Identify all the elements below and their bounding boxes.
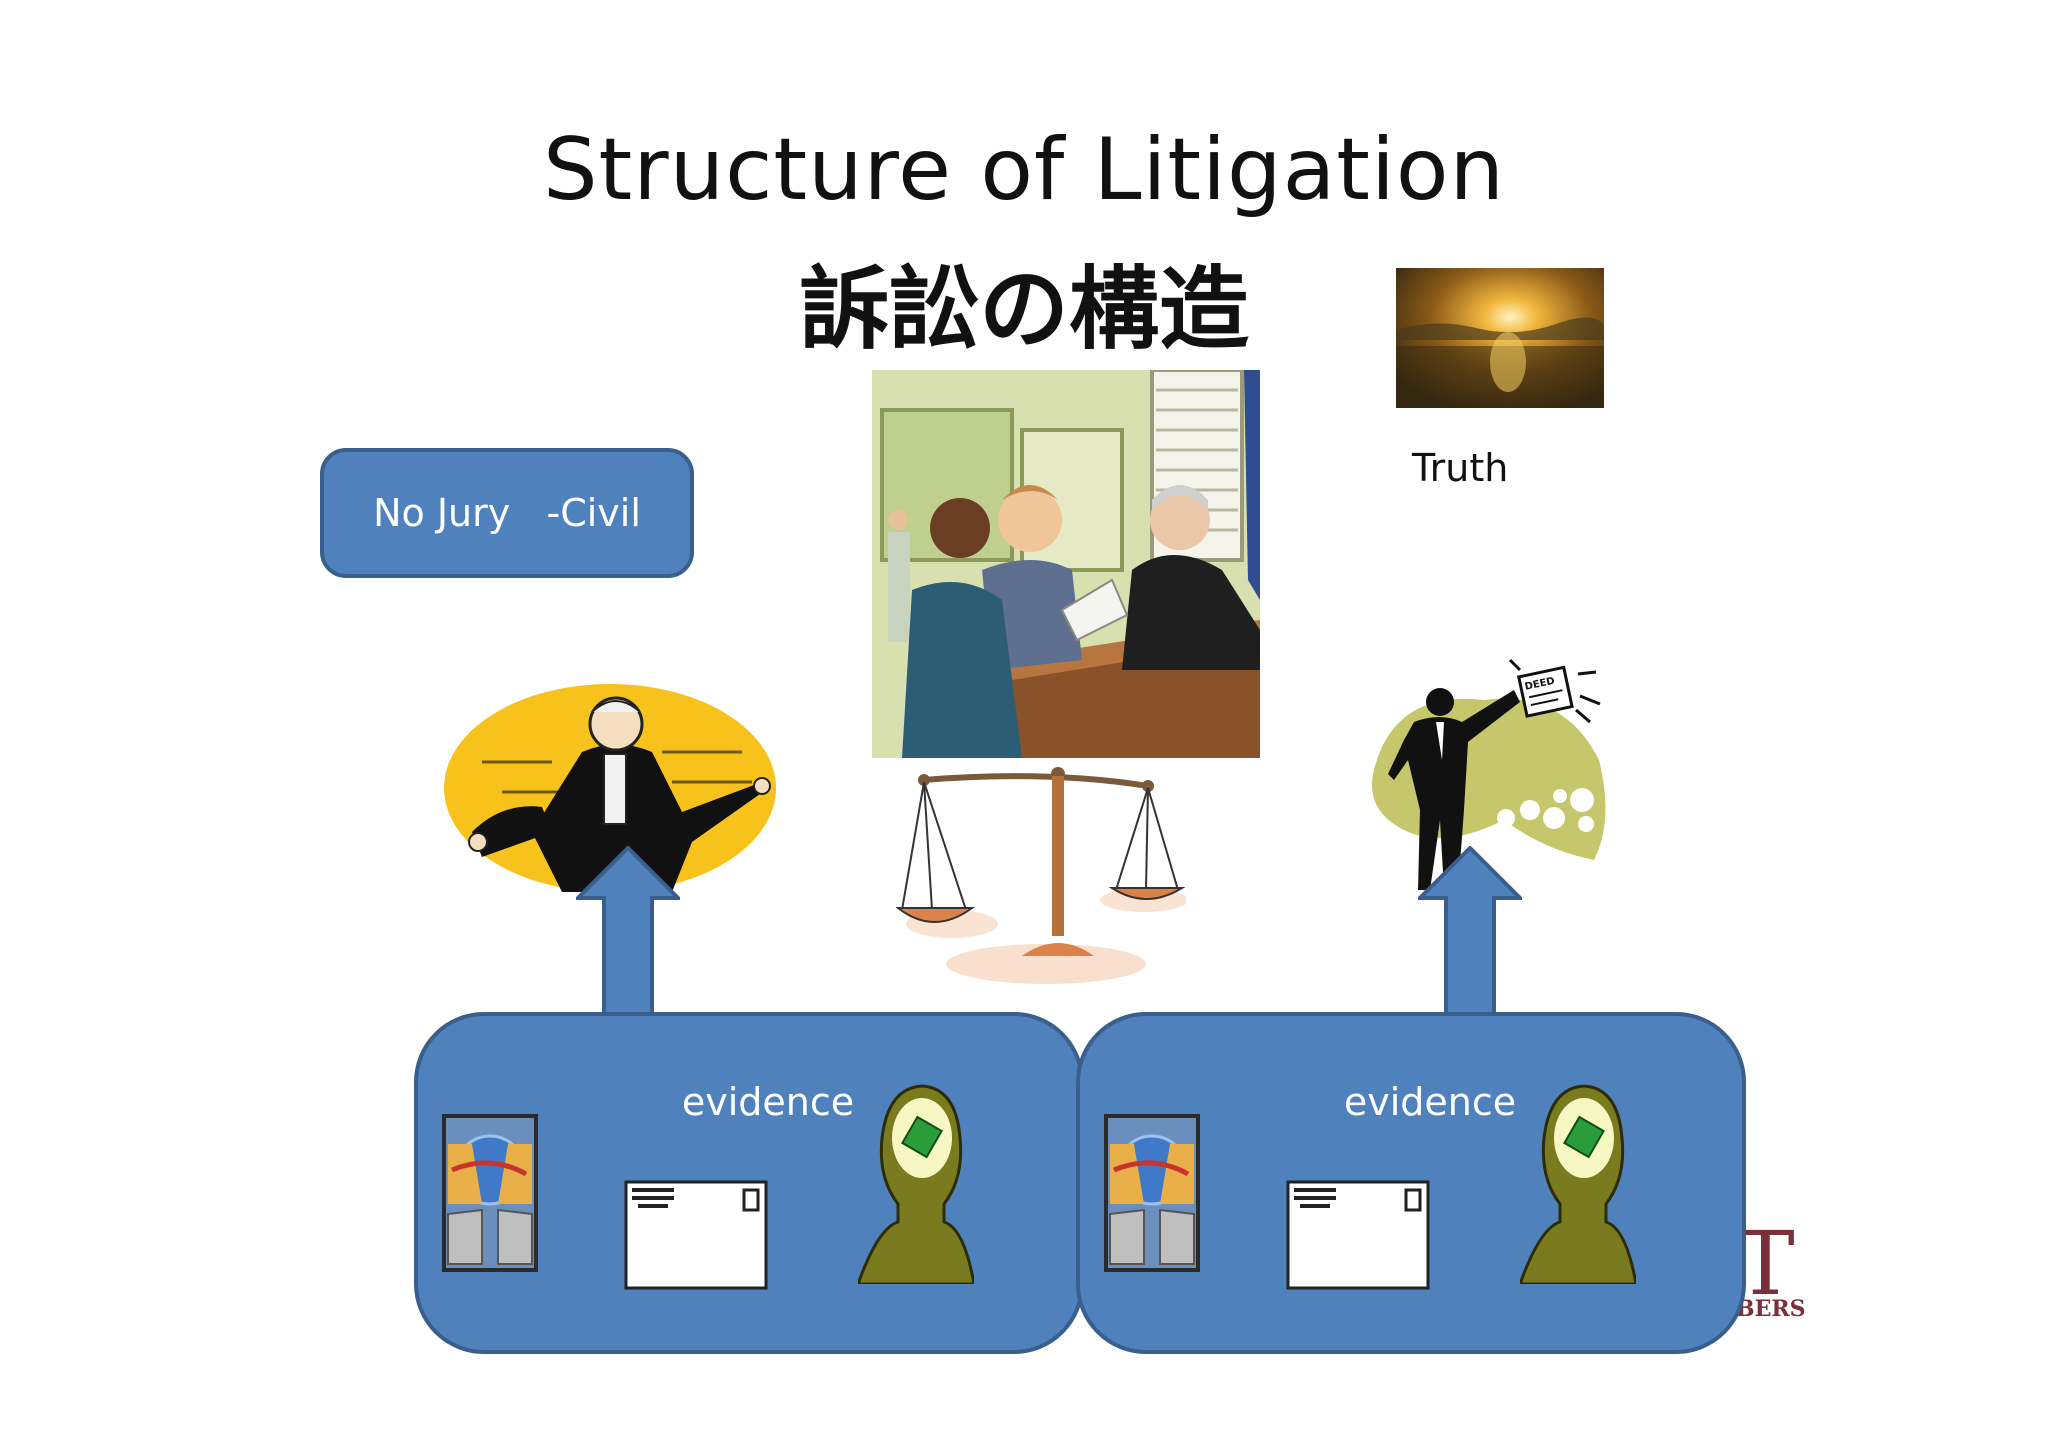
envelope-icon [624, 1180, 768, 1290]
no-jury-text: No Jury -Civil [373, 491, 641, 535]
evidence-label: evidence [681, 1080, 855, 1124]
courtroom-illustration [872, 370, 1260, 758]
truth-label: Truth [1412, 446, 1509, 490]
slide-title-japanese: 訴訟の構造 [799, 257, 1249, 362]
evidence-box: evidence [1076, 1012, 1746, 1354]
head-chip-icon [1520, 1084, 1636, 1284]
evidence-label: evidence [1343, 1080, 1517, 1124]
evidence-box: evidence [414, 1012, 1084, 1354]
barrister-illustration [444, 684, 776, 892]
sunset-photo [1396, 268, 1604, 408]
scales-of-justice-icon [896, 767, 1186, 984]
up-arrow-icon [576, 846, 680, 1038]
envelope-icon [1286, 1180, 1430, 1290]
up-arrow-icon [1418, 846, 1522, 1038]
head-chip-icon [858, 1084, 974, 1284]
businessman-illustration: DEED [1372, 658, 1606, 890]
database-icon [442, 1114, 538, 1272]
database-icon [1104, 1114, 1200, 1272]
slide-title: Structure of Litigation [542, 120, 1506, 220]
no-jury-label: No Jury -Civil [320, 448, 694, 578]
